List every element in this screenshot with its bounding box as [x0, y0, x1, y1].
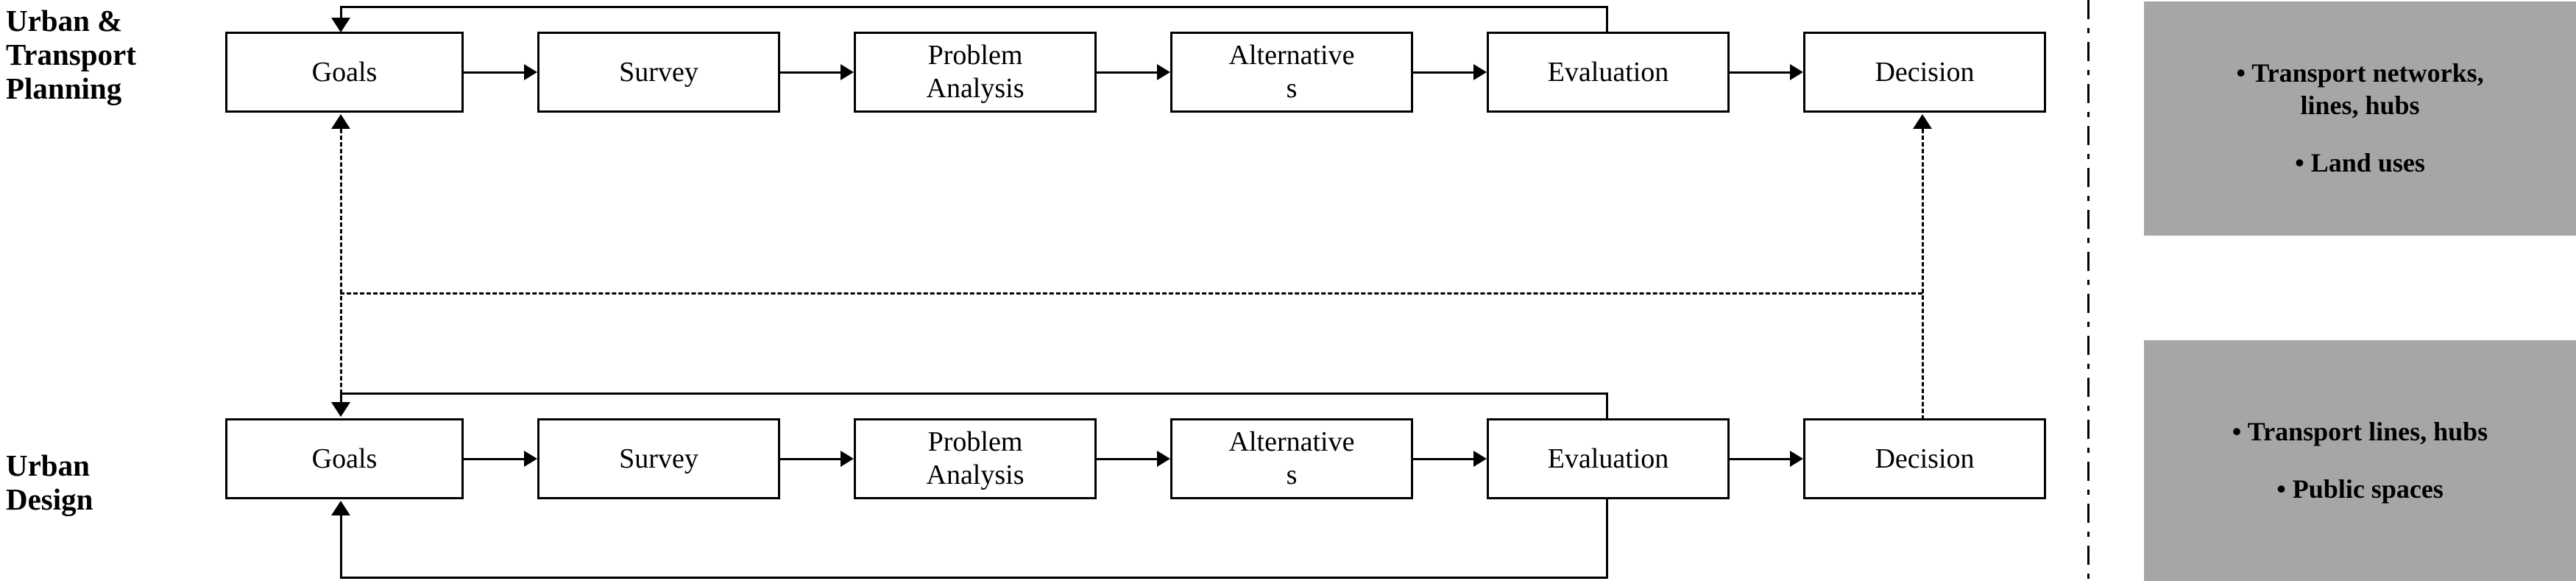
note-item: • Land uses [2295, 147, 2425, 177]
box-planning-decision[interactable]: Decision [1803, 32, 2046, 113]
arrowhead-design-alternatives-to-evaluation [1473, 451, 1487, 467]
feedback-design-bottom-riser [1606, 499, 1608, 577]
arrowhead-dashed-decision-up [1913, 114, 1932, 129]
box-design-alternatives[interactable]: Alternative s [1170, 418, 1413, 499]
feedback-design-bottom-return [340, 515, 342, 577]
arrowhead-design-goals-to-survey [524, 451, 537, 467]
row-label-urban-transport-planning: Urban & Transport Planning [6, 4, 136, 105]
row-label-urban-design: Urban Design [6, 448, 93, 516]
arrowhead-design-problem-to-alternatives [1157, 451, 1170, 467]
dashed-link-cross-run [340, 292, 1922, 295]
box-design-decision[interactable]: Decision [1803, 418, 2046, 499]
arrowhead-planning-evaluation-to-decision [1790, 64, 1803, 80]
arrowhead-planning-goals-to-survey [524, 64, 537, 80]
arrow-planning-goals-to-survey [464, 71, 524, 74]
arrowhead-planning-survey-to-problem [841, 64, 854, 80]
note-panel-planning-scope: • Transport networks, lines, hubs • Land… [2144, 1, 2576, 236]
box-planning-alternatives[interactable]: Alternative s [1170, 32, 1413, 113]
arrowhead-dashed-goals-up [331, 114, 350, 129]
dashed-link-decision-column [1922, 129, 1924, 420]
note-item: • Transport lines, hubs [2232, 416, 2488, 446]
arrow-design-evaluation-to-decision [1730, 458, 1790, 460]
arrow-planning-survey-to-problem [780, 71, 841, 74]
section-divider-dash-dot [2087, 0, 2090, 581]
box-planning-survey[interactable]: Survey [537, 32, 780, 113]
box-planning-goals[interactable]: Goals [225, 32, 464, 113]
arrow-planning-evaluation-to-decision [1730, 71, 1790, 74]
feedback-design-evaluation-riser [1606, 392, 1608, 420]
dashed-link-goals-column [340, 129, 342, 407]
box-design-problem-analysis[interactable]: Problem Analysis [854, 418, 1097, 499]
box-design-survey[interactable]: Survey [537, 418, 780, 499]
box-design-evaluation[interactable]: Evaluation [1487, 418, 1730, 499]
arrowhead-feedback-planning-into-goals [331, 18, 350, 32]
arrow-planning-problem-to-alternatives [1097, 71, 1157, 74]
arrowhead-feedback-design-into-goals-bottom [331, 501, 350, 515]
arrowhead-design-survey-to-problem [841, 451, 854, 467]
feedback-planning-evaluation-riser [1606, 6, 1608, 34]
note-item: • Transport networks, lines, hubs [2236, 58, 2484, 121]
arrowhead-planning-alternatives-to-evaluation [1473, 64, 1487, 80]
note-panel-design-scope: • Transport lines, hubs • Public spaces [2144, 340, 2576, 581]
feedback-planning-top-run [340, 6, 1608, 8]
box-design-goals[interactable]: Goals [225, 418, 464, 499]
feedback-design-bottom-run [340, 577, 1608, 579]
arrowhead-design-evaluation-to-decision [1790, 451, 1803, 467]
arrow-design-problem-to-alternatives [1097, 458, 1157, 460]
arrow-planning-alternatives-to-evaluation [1413, 71, 1473, 74]
arrowhead-dashed-goals-down [331, 402, 350, 417]
arrowhead-planning-problem-to-alternatives [1157, 64, 1170, 80]
box-planning-evaluation[interactable]: Evaluation [1487, 32, 1730, 113]
feedback-design-top-run [340, 392, 1608, 395]
arrow-design-alternatives-to-evaluation [1413, 458, 1473, 460]
box-planning-problem-analysis[interactable]: Problem Analysis [854, 32, 1097, 113]
arrow-design-goals-to-survey [464, 458, 524, 460]
arrow-design-survey-to-problem [780, 458, 841, 460]
feedback-planning-goals-drop [340, 6, 342, 22]
note-item: • Public spaces [2276, 473, 2444, 504]
